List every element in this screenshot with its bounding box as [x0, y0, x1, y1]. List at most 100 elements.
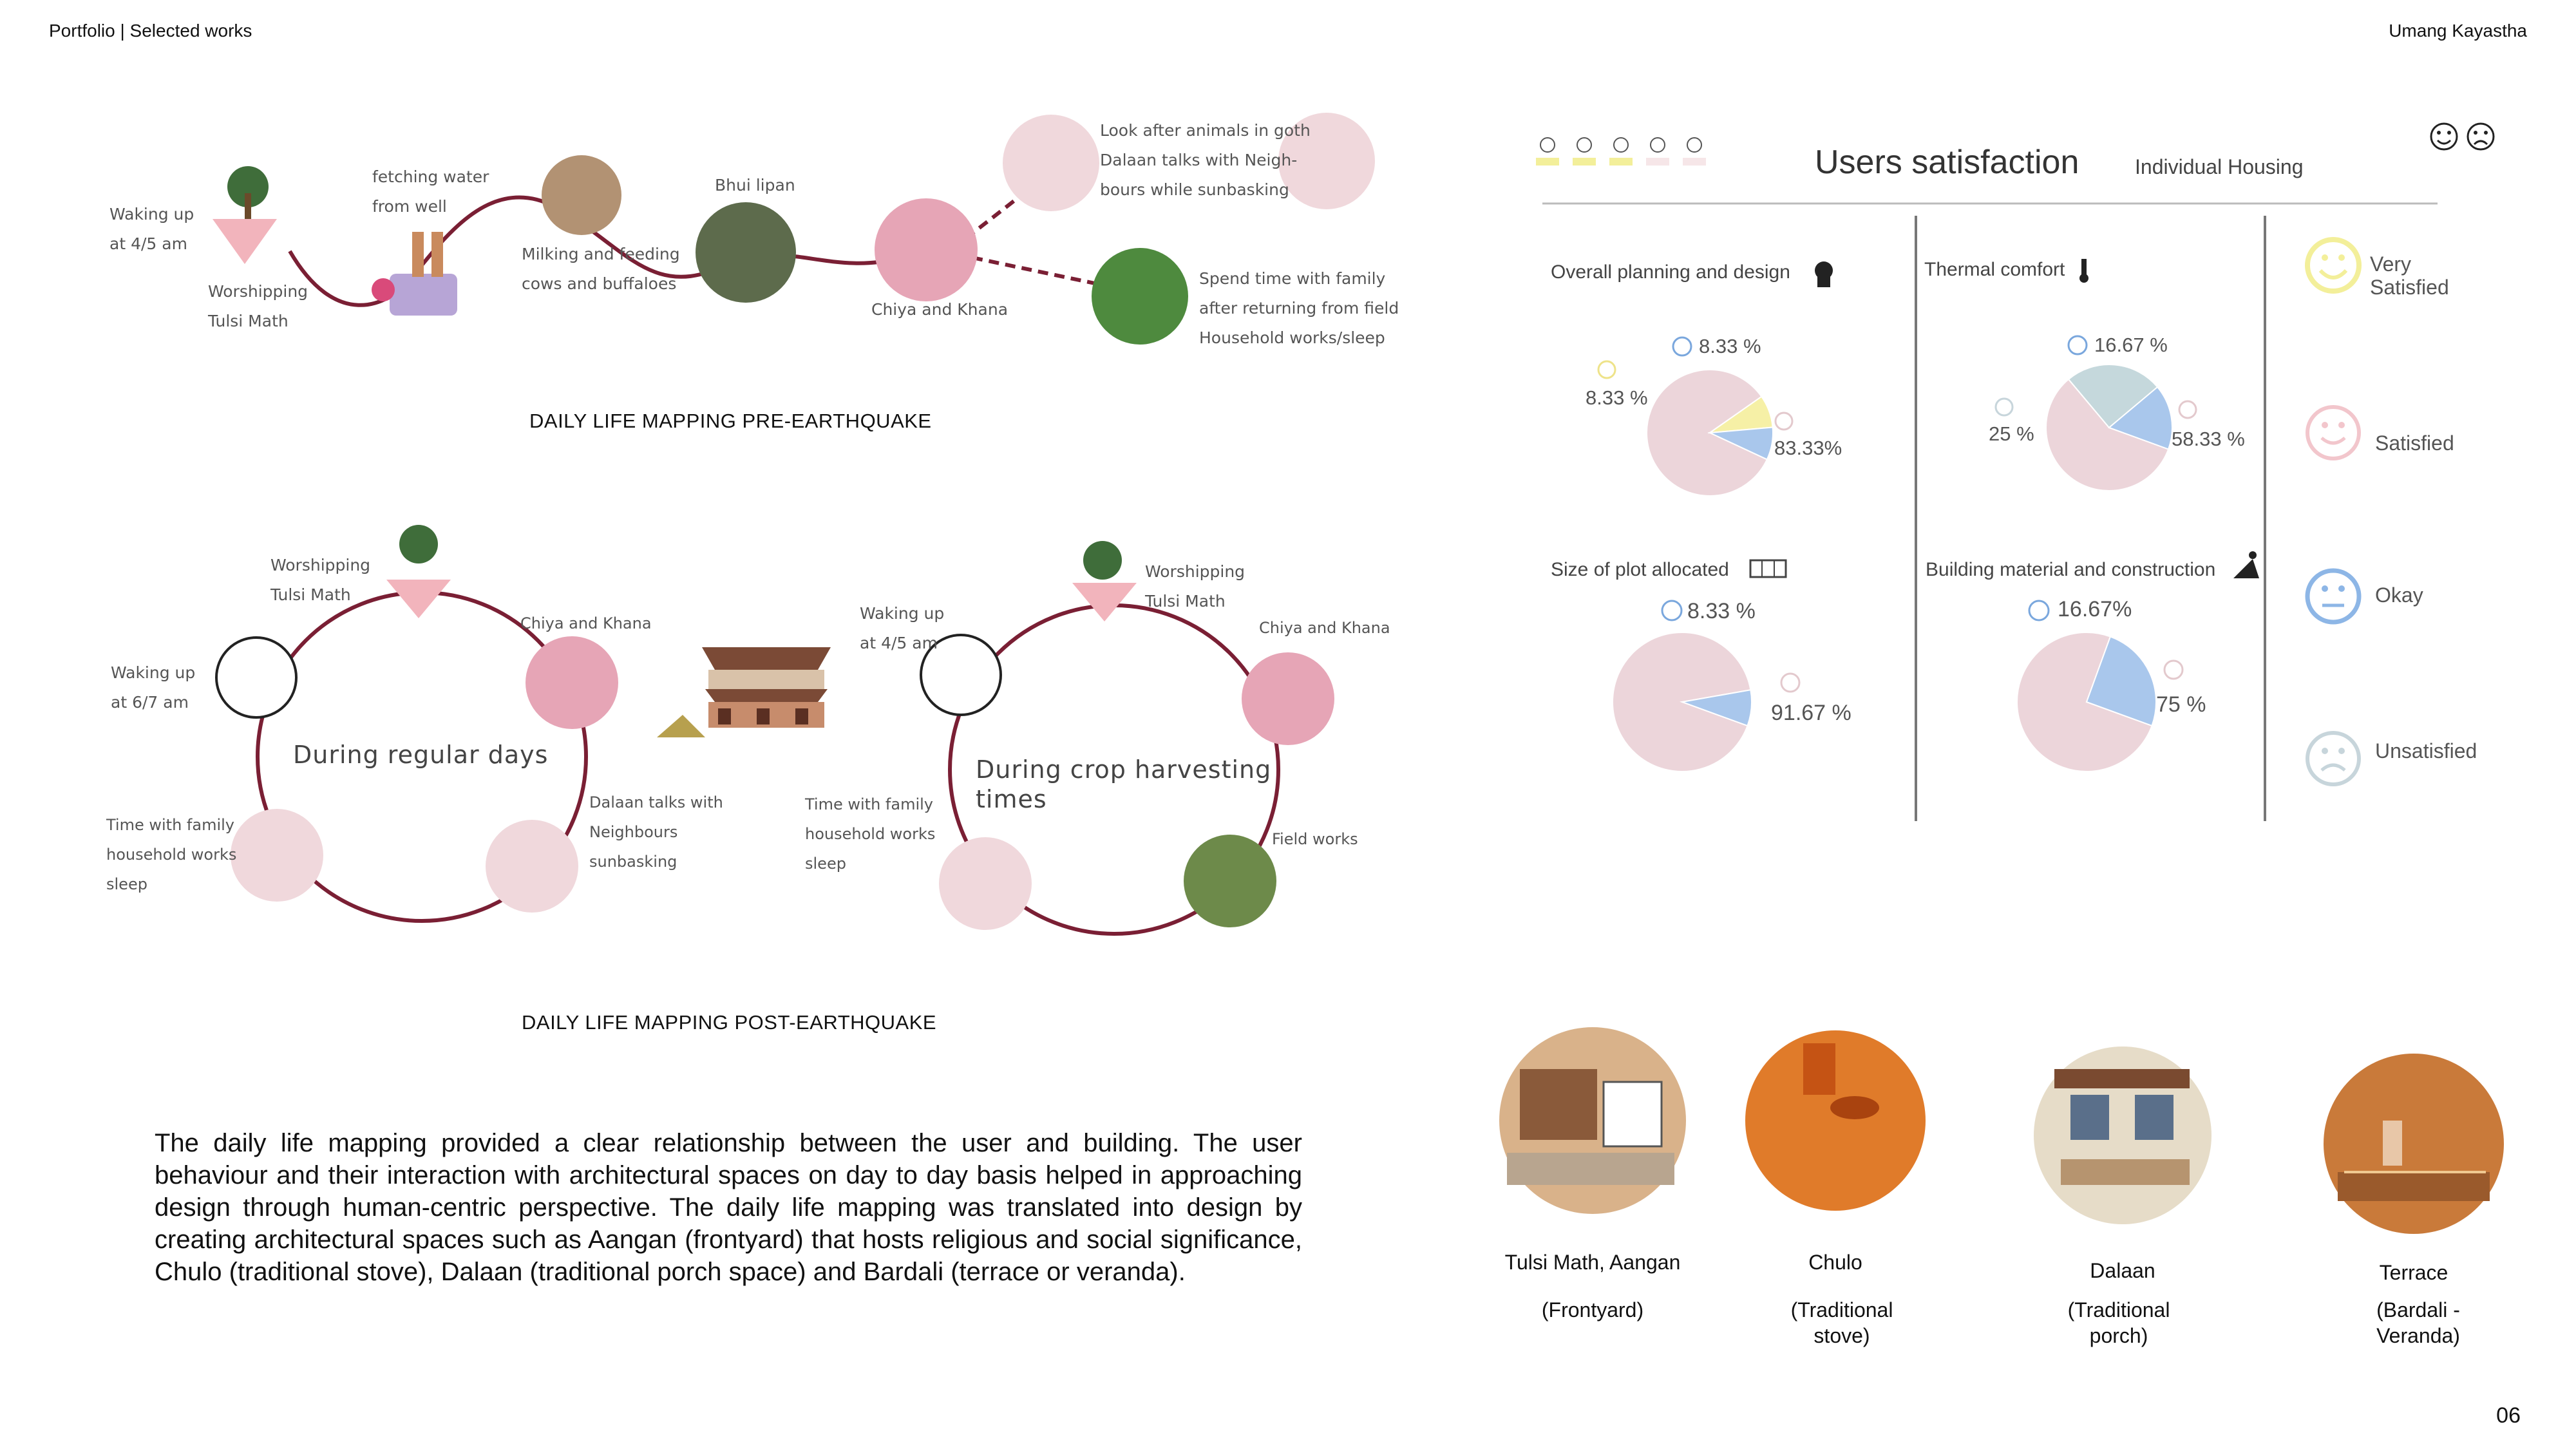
very-satisfied-icon: [2305, 237, 2362, 294]
satisfaction-subtitle: Individual Housing: [2135, 155, 2304, 178]
pre-quake-dashed-up: [965, 191, 1025, 240]
bhui-lipan-photo-icon: [696, 202, 796, 303]
place-name-chulo: Chulo: [1808, 1251, 1862, 1274]
regular-dalaan-icon: [486, 820, 578, 913]
pct-material-okay: 16.67%: [2058, 597, 2132, 621]
post-quake-map: [215, 525, 1334, 936]
page-number: 06: [2496, 1403, 2521, 1428]
place-illustrations: [1499, 1027, 2504, 1234]
pct-thermal-unsatisfied: 25 %: [1989, 422, 2034, 445]
pct-planning-very: 8.33 %: [1586, 386, 1648, 409]
satisfaction-title: Users satisfaction: [1815, 144, 2079, 181]
chart-title-plot: Size of plot allocated: [1551, 559, 1729, 580]
neighbours-photo-icon: [1278, 113, 1375, 209]
regular-days-title: During regular days: [293, 741, 549, 769]
satisfied-icon: [2306, 405, 2361, 460]
house-icon: [657, 647, 831, 737]
pre-chiya-label: Chiya and Khana: [871, 300, 1009, 319]
chart-title-material: Building material and construction: [1926, 559, 2216, 580]
pie-3-slice-1: [2085, 636, 2157, 727]
tulsi-pyramid-icon: [213, 166, 277, 264]
place-sub-terrace: (Bardali -Veranda): [2376, 1298, 2460, 1347]
regular-chiya-icon: [526, 636, 618, 729]
mini-face-icons: [1536, 137, 1706, 166]
unsatisfied-icon: [2306, 731, 2361, 786]
harvest-family-icon: [939, 837, 1032, 930]
pie-0-slice-2: [1707, 426, 1774, 460]
pct-face-markers: [1597, 335, 2197, 693]
pre-quake-map: [213, 113, 1375, 345]
mini-legend-strip: [1536, 122, 2495, 205]
header-faces-icon: [2430, 122, 2495, 151]
okay-icon: [2305, 568, 2362, 625]
harvest-chiya-label: Chiya and Khana: [1259, 619, 1390, 637]
chart-title-planning: Overall planning and design: [1551, 261, 1790, 283]
harvest-waking-icon: [920, 634, 1002, 716]
pct-material-satisfied: 75 %: [2156, 692, 2206, 717]
description-paragraph: The daily life mapping provided a clear …: [155, 1129, 1302, 1286]
pre-quake-caption: DAILY LIFE MAPPING PRE-EARTHQUAKE: [529, 410, 932, 432]
harvest-field-icon: [1184, 835, 1276, 927]
pie-charts: [1612, 364, 2173, 772]
pie-thermal-comfort: [2045, 364, 2173, 491]
pie-2-slice-1: [1680, 689, 1752, 727]
pre-bhui-label: Bhui lipan: [715, 176, 795, 194]
pct-plot-satisfied: 91.67 %: [1771, 701, 1852, 725]
harvest-field-label: Field works: [1272, 830, 1358, 848]
chulo-image: [1745, 1030, 1926, 1211]
post-quake-caption: DAILY LIFE MAPPING POST-EARTHQUAKE: [522, 1011, 937, 1034]
pie-1-slice-0: [2045, 378, 2170, 491]
pie-1-slice-2: [2108, 386, 2173, 450]
pie-size-of-plot: [1612, 632, 1752, 772]
pct-planning-okay: 8.33 %: [1699, 335, 1761, 357]
place-name-terrace: Terrace: [2379, 1261, 2448, 1284]
pct-plot-okay: 8.33 %: [1687, 599, 1756, 623]
harvest-chiya-icon: [1242, 652, 1334, 745]
legend-unsatisfied: Unsatisfied: [2375, 739, 2477, 762]
pie-overall-planning: [1646, 369, 1774, 497]
portfolio-label: Portfolio | Selected works: [49, 21, 252, 41]
column-divider-2: [2264, 216, 2266, 821]
legend-okay: Okay: [2375, 583, 2423, 607]
regular-waking-icon: [215, 636, 298, 719]
regular-tulsi-icon: [386, 525, 451, 618]
pie-1-slice-1: [2067, 364, 2159, 429]
place-name-tulsi: Tulsi Math, Aangan: [1504, 1251, 1681, 1274]
pie-0-slice-0: [1646, 369, 1768, 497]
planning-icon: [1815, 261, 1833, 287]
terrace-bardali-image: [2324, 1054, 2504, 1234]
plot-grid-icon: [1749, 559, 1787, 578]
pie-3-slice-0: [2016, 632, 2153, 772]
pct-thermal-satisfied: 58.33 %: [2172, 428, 2245, 450]
animals-photo-icon: [1003, 115, 1099, 211]
well-icon: [372, 232, 457, 316]
chiya-photo-icon: [875, 198, 978, 301]
place-name-dalaan: Dalaan: [2090, 1259, 2155, 1282]
regular-chiya-label: Chiya and Khana: [520, 614, 652, 632]
thermometer-icon: [2079, 259, 2088, 283]
regular-family-icon: [231, 809, 323, 902]
harvest-tulsi-icon: [1072, 541, 1137, 621]
column-divider-1: [1915, 216, 1917, 821]
pre-quake-dashed-right: [972, 256, 1095, 285]
pie-building-material: [2016, 632, 2157, 772]
chart-title-icons: [1749, 259, 2259, 578]
tulsi-math-aangan-image: [1499, 1027, 1686, 1214]
field-photo-icon: [1092, 248, 1188, 345]
